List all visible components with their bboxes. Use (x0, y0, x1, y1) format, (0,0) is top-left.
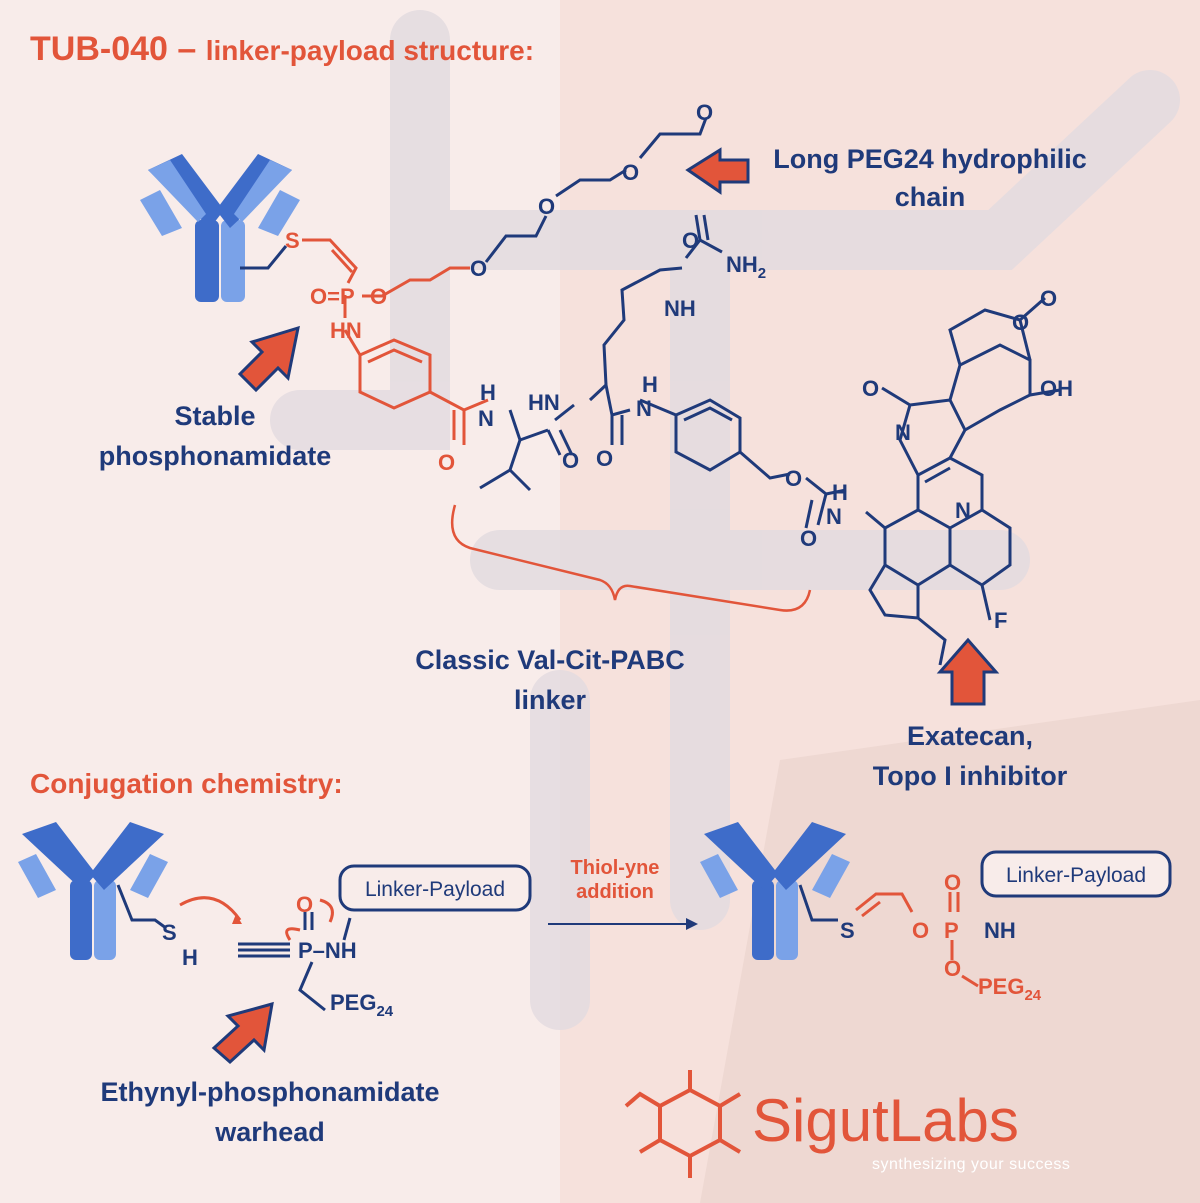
atom-PEG-conj: PEG24 (330, 990, 394, 1020)
atom-O-lactone: O (1012, 310, 1029, 335)
atom-O-amide: O (438, 450, 455, 475)
page-title: TUB-040 – linker-payload structure: (30, 30, 534, 69)
logo-tagline: synthesizing your success (872, 1156, 1071, 1173)
atom-N-pabc: N (636, 396, 652, 421)
atom-P-product: P (944, 918, 959, 943)
reaction-label-line1: Thiol-yne (570, 857, 660, 879)
atom-O-peg4: O (696, 100, 713, 125)
atom-NH-product: NH (984, 918, 1016, 943)
linker-payload-box-right: Linker-Payload (1006, 864, 1146, 887)
arrow-left-icon (685, 147, 750, 195)
atom-O-peg-product: O (944, 956, 961, 981)
atom-H-carbamate: H (832, 480, 848, 505)
atom-N-ring: N (895, 420, 911, 445)
atom-OP-product: O (912, 918, 929, 943)
antibody-icon (140, 154, 300, 302)
warhead-label: Ethynyl-phosphonamidate warhead (60, 1072, 480, 1152)
brace-icon (450, 504, 812, 612)
atom-O-lactam: O (862, 376, 879, 401)
callout-phosphonamidate-line1: Stable (174, 401, 256, 431)
warhead-label-line1: Ethynyl-phosphonamidate (100, 1077, 440, 1107)
atom-O-urea: O (682, 228, 699, 253)
callout-valcit: Classic Val-Cit-PABC linker (390, 640, 710, 720)
antibody-icon (700, 822, 850, 960)
callout-phosphonamidate: Stable phosphonamidate (80, 396, 350, 476)
callout-peg-line1: Long PEG24 hydrophilic (773, 144, 1087, 174)
atom-NH2: NH2 (726, 252, 766, 282)
atom-O-peg2: O (538, 194, 555, 219)
atom-O-cit: O (596, 446, 613, 471)
callout-phosphonamidate-line2: phosphonamidate (98, 441, 332, 471)
callout-valcit-line2: linker (513, 685, 587, 715)
hexagon-logo-icon (624, 1070, 742, 1178)
atom-O-lactone-co: O (1040, 286, 1057, 311)
arrow-up-right-icon (211, 1001, 274, 1065)
reaction-label: Thiol-yne addition (540, 856, 690, 904)
atom-S-product: S (840, 918, 855, 943)
warhead-label-line2: warhead (215, 1117, 325, 1147)
arrow-up-icon (936, 637, 1000, 706)
conjugation-heading: Conjugation chemistry: (30, 768, 343, 799)
atom-OH: OH (1040, 376, 1073, 401)
callout-exatecan-line2: Topo I inhibitor (872, 761, 1068, 791)
atom-O-conj: O (296, 892, 313, 917)
atom-H-pabc: H (642, 372, 658, 397)
atom-O-val: O (562, 448, 579, 473)
atom-F: F (994, 608, 1007, 633)
atom-O: O (370, 284, 387, 309)
linker-payload-box-left: Linker-Payload (365, 878, 505, 901)
atom-O-double-product: O (944, 870, 961, 895)
atom-O-peg1: O (470, 256, 487, 281)
atom-OP: O=P (310, 284, 355, 309)
atom-O-carbamate: O (785, 466, 802, 491)
arrow-up-right-icon (237, 325, 300, 393)
title-main: TUB-040 – (30, 30, 197, 68)
atom-H-val: H (480, 380, 496, 405)
atom-PNH-conj: P–NH (298, 938, 357, 963)
logo-name: SigutLabs (752, 1087, 1019, 1154)
atom-N-quinoline: N (955, 498, 971, 523)
antibody-icon (18, 822, 168, 960)
callout-peg-line2: chain (894, 182, 966, 212)
callout-peg: Long PEG24 hydrophilic chain (760, 140, 1100, 216)
callout-valcit-line1: Classic Val-Cit-PABC (415, 645, 685, 675)
atom-NH-urea: NH (664, 296, 696, 321)
atom-O-carbonyl: O (800, 526, 817, 551)
callout-exatecan-line1: Exatecan, (906, 721, 1034, 751)
title-sub: linker-payload structure: (205, 35, 535, 66)
reaction-label-line2: addition (576, 881, 654, 903)
atom-HN: HN (330, 318, 362, 343)
atom-S-conj: S (162, 920, 177, 945)
atom-N-carbamate: N (826, 504, 842, 529)
atom-O-peg3: O (622, 160, 639, 185)
callout-exatecan: Exatecan, Topo I inhibitor (840, 716, 1100, 796)
atom-H-conj: H (182, 945, 198, 970)
atom-S: S (285, 228, 300, 253)
atom-PEG-product: PEG24 (978, 974, 1042, 1004)
atom-HN-cit: HN (528, 390, 560, 415)
atom-N-val: N (478, 406, 494, 431)
